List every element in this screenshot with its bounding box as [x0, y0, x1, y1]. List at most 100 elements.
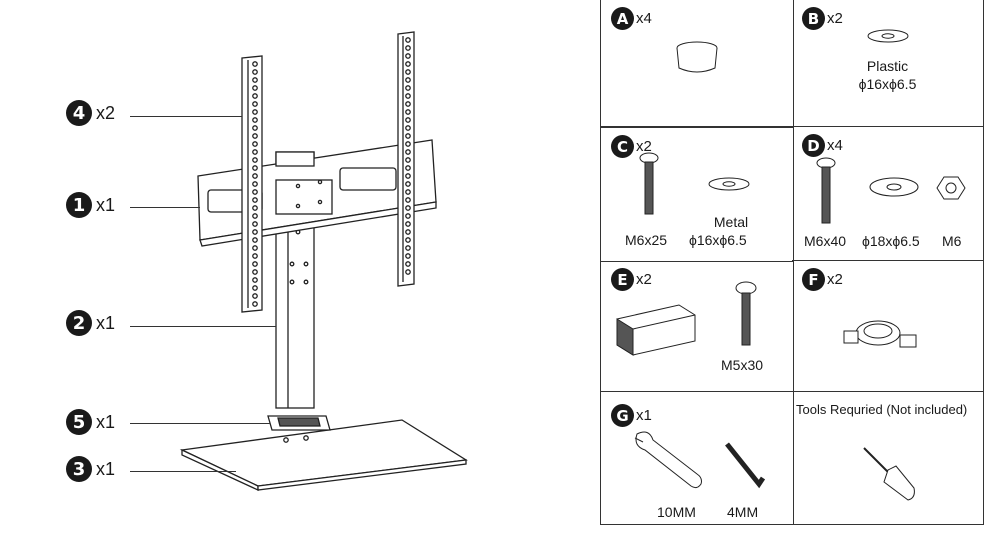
- hex-key-icon: [725, 442, 766, 489]
- plastic-washer-icon: [867, 29, 909, 43]
- leader-line: [130, 471, 236, 472]
- base-plate: [179, 419, 468, 492]
- arm-hole: [252, 245, 258, 251]
- arm-hole: [252, 269, 258, 275]
- arm-hole: [405, 37, 411, 43]
- arm-hole: [405, 213, 411, 219]
- leader-line: [130, 207, 200, 208]
- part-qty: x2: [636, 271, 652, 288]
- arm-hole: [405, 237, 411, 243]
- arm-hole: [405, 261, 411, 267]
- arm-hole: [252, 157, 258, 163]
- vertical-arm-left: [241, 55, 263, 313]
- vertical-arm-right: [397, 31, 415, 287]
- bolt-size: M6x40: [804, 233, 847, 249]
- arm-hole: [405, 141, 411, 147]
- arm-hole: [405, 253, 411, 259]
- part-letter: E: [611, 268, 634, 291]
- hex-key-size: 4MM: [727, 504, 759, 520]
- washer-material: Metal: [713, 214, 749, 230]
- callout-qty: x2: [96, 102, 116, 123]
- callout-qty: x1: [96, 194, 116, 215]
- arm-hole: [252, 77, 258, 83]
- callout-qty: x1: [96, 458, 116, 479]
- bolt-size: M5x30: [721, 357, 764, 373]
- part-qty: x2: [827, 10, 843, 27]
- wrench-icon: [634, 431, 702, 489]
- part-letter: F: [802, 268, 825, 291]
- arm-hole: [405, 61, 411, 67]
- arm-hole: [252, 101, 258, 107]
- washer-size: ϕ16xϕ6.5: [689, 232, 747, 248]
- arm-hole: [252, 85, 258, 91]
- spacer-block-icon: [616, 304, 696, 356]
- nut-size: M6: [942, 233, 962, 249]
- stand-illustration: [179, 31, 468, 492]
- cable-clip-icon: [843, 320, 917, 348]
- arm-hole: [405, 85, 411, 91]
- arm-hole: [405, 181, 411, 187]
- part-qty: x4: [636, 10, 652, 27]
- arm-hole: [405, 133, 411, 139]
- arm-hole: [405, 93, 411, 99]
- washer-18-icon: [869, 177, 919, 197]
- column-base-block: [267, 415, 331, 431]
- arm-hole: [405, 269, 411, 275]
- callout-number: 3: [66, 456, 92, 482]
- washer-material: Plastic: [866, 58, 909, 74]
- bolt-m6x40-icon: [816, 157, 836, 224]
- arm-hole: [252, 277, 258, 283]
- part-letter: C: [611, 135, 634, 158]
- arm-hole: [405, 189, 411, 195]
- washer-size: ϕ18xϕ6.5: [862, 233, 920, 249]
- callout-4: 4 x2: [66, 100, 115, 126]
- arm-hole: [252, 133, 258, 139]
- arm-hole: [252, 229, 258, 235]
- arm-hole: [252, 237, 258, 243]
- arm-hole: [405, 245, 411, 251]
- arm-hole: [252, 221, 258, 227]
- part-letter: D: [802, 134, 825, 157]
- part-letter: B: [802, 7, 825, 30]
- arm-hole: [252, 189, 258, 195]
- part-qty: x4: [827, 137, 843, 154]
- arm-hole: [405, 77, 411, 83]
- arm-hole: [405, 149, 411, 155]
- arm-hole: [252, 181, 258, 187]
- callout-2: 2 x1: [66, 310, 115, 336]
- leader-line: [130, 116, 242, 117]
- arm-hole: [252, 69, 258, 75]
- arm-hole: [252, 197, 258, 203]
- arm-hole: [252, 253, 258, 259]
- arm-hole: [252, 301, 258, 307]
- arm-hole: [405, 165, 411, 171]
- callout-qty: x1: [96, 312, 116, 333]
- arm-hole: [405, 125, 411, 131]
- arm-hole: [252, 141, 258, 147]
- callout-1: 1 x1: [66, 192, 115, 218]
- arm-hole: [252, 109, 258, 115]
- part-qty: x1: [636, 407, 652, 424]
- callout-number: 1: [66, 192, 92, 218]
- arm-hole: [405, 205, 411, 211]
- part-letter: A: [611, 7, 634, 30]
- metal-washer-icon: [708, 177, 750, 191]
- arm-hole: [252, 285, 258, 291]
- arm-hole: [405, 109, 411, 115]
- arm-hole: [252, 293, 258, 299]
- screwdriver-icon: [863, 447, 915, 501]
- washer-size: ϕ16xϕ6.5: [858, 76, 917, 92]
- callout-5: 5 x1: [66, 409, 115, 435]
- callout-number: 4: [66, 100, 92, 126]
- arm-hole: [405, 69, 411, 75]
- part-qty: x2: [827, 271, 843, 288]
- bolt-m5x30-icon: [735, 281, 757, 346]
- tools-cell: Tools Requried (Not included): [792, 392, 984, 525]
